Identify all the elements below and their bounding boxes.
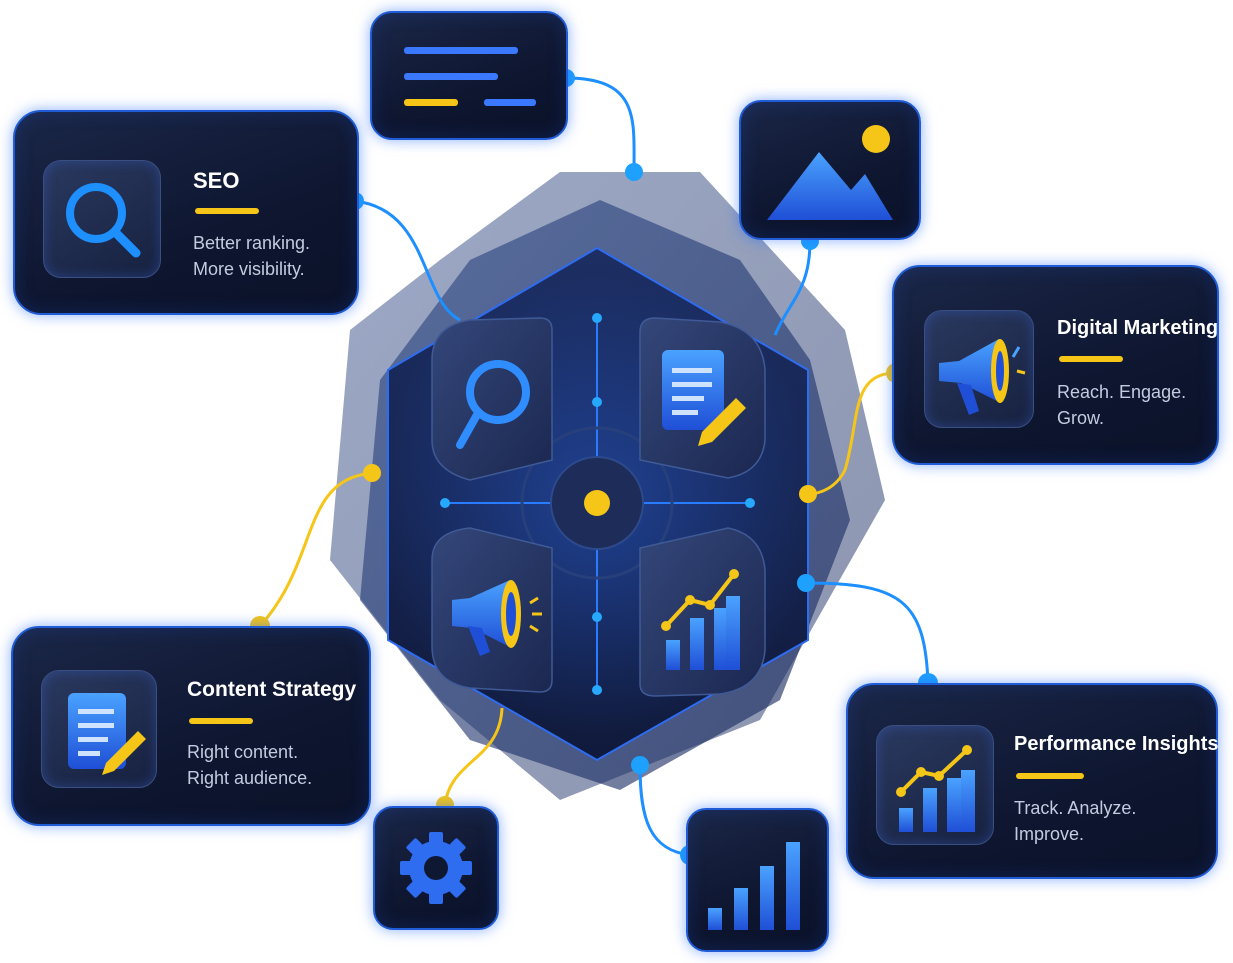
seo-description: Better ranking. More visibility. (193, 230, 310, 282)
seo-icon-tile (43, 160, 161, 278)
search-icon (456, 360, 530, 449)
hub-quadrant-content[interactable] (639, 317, 766, 479)
image-icon (767, 125, 893, 220)
content-strategy-title: Content Strategy (187, 678, 357, 701)
performance-insights-description: Track. Analyze. Improve. (1014, 795, 1136, 847)
performance-insights-desc-line2: Improve. (1014, 824, 1085, 844)
seo-desc-line1: Better ranking. (193, 233, 311, 253)
digital-marketing-desc-line1: Reach. Engage. (1057, 382, 1187, 402)
seo-title: SEO (193, 168, 240, 193)
megaphone-icon (452, 580, 542, 656)
hub-quadrant-marketing[interactable] (431, 527, 553, 693)
hub-quadrant-search[interactable] (431, 317, 553, 481)
seo-card[interactable]: SEO Better ranking. More visibility. (13, 110, 359, 315)
bar-chart-node[interactable] (686, 808, 829, 952)
gear-node[interactable] (373, 806, 499, 930)
image-node[interactable] (739, 100, 921, 240)
bar-chart-icon (708, 842, 800, 930)
performance-insights-card[interactable]: Performance Insights Track. Analyze. Imp… (846, 683, 1219, 879)
seo-desc-line2: More visibility. (193, 259, 305, 279)
hub-center-dot (584, 490, 610, 516)
digital-marketing-title: Digital Marketing (1057, 317, 1219, 339)
text-lines-icon (404, 47, 536, 106)
digital-marketing-accent-bar (1059, 356, 1123, 362)
content-strategy-desc-line1: Right content. (187, 742, 299, 762)
content-strategy-accent-bar (189, 718, 253, 724)
content-strategy-desc-line2: Right audience. (187, 768, 313, 788)
crosshair-dots (440, 313, 755, 695)
gear-icon (400, 832, 472, 904)
seo-accent-bar (195, 208, 259, 214)
connectors (258, 76, 930, 857)
performance-insights-desc-line1: Track. Analyze. (1014, 798, 1137, 818)
digital-marketing-desc-line2: Grow. (1057, 408, 1105, 428)
growth-chart-icon (661, 569, 740, 670)
content-strategy-icon-tile (41, 670, 157, 788)
text-node[interactable] (370, 11, 568, 140)
growth-chart-icon (896, 745, 975, 832)
document-edit-icon (662, 350, 746, 446)
performance-insights-icon-tile (876, 725, 994, 845)
digital-marketing-description: Reach. Engage. Grow. (1057, 379, 1186, 431)
digital-marketing-icon-tile (924, 310, 1034, 428)
digital-marketing-card[interactable]: Digital Marketing Reach. Engage. Grow. (892, 265, 1219, 465)
performance-insights-title: Performance Insights (1014, 733, 1219, 755)
search-icon (66, 183, 141, 258)
performance-insights-accent-bar (1016, 773, 1084, 779)
document-edit-icon (68, 693, 146, 775)
hub-quadrant-insights[interactable] (639, 527, 766, 697)
content-strategy-card[interactable]: Content Strategy Right content. Right au… (11, 626, 371, 826)
megaphone-icon (939, 339, 1026, 415)
content-strategy-description: Right content. Right audience. (187, 739, 312, 791)
